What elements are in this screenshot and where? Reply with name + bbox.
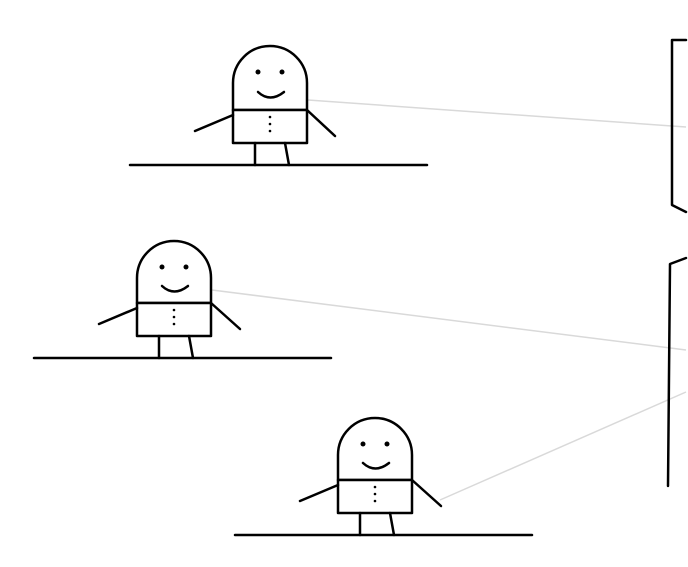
right-leg (388, 511, 396, 537)
connectors (211, 99, 687, 501)
head-shape (336, 416, 414, 482)
figure-1 (128, 44, 429, 167)
smile-icon (256, 90, 286, 99)
button-dots (268, 115, 272, 133)
connector-figure-3-to-bracket-bottom (439, 391, 687, 501)
connector-figure-2-to-bracket-bottom (211, 289, 687, 351)
bracket-top (670, 38, 688, 214)
right-arm (305, 108, 337, 138)
left-arm (97, 306, 139, 326)
button-dots (373, 485, 377, 503)
right-eye (384, 441, 390, 447)
torso-box (231, 108, 309, 145)
button-dots (172, 308, 176, 326)
smile-icon (361, 461, 391, 470)
torso-box (135, 301, 213, 338)
left-eye (360, 441, 366, 447)
left-arm (298, 483, 340, 503)
figure-2 (32, 239, 333, 360)
bracket-bottom (666, 256, 688, 488)
left-eye (255, 69, 261, 75)
torso-box (336, 478, 414, 515)
smile-icon (160, 284, 190, 293)
right-leg (283, 141, 291, 167)
right-arm (410, 478, 443, 508)
figure-3 (233, 416, 534, 537)
bracket-icon (670, 38, 688, 214)
right-eye (279, 69, 285, 75)
connector-figure-1-to-bracket-top (307, 99, 687, 128)
right-leg (187, 334, 195, 360)
left-eye (159, 264, 165, 270)
head-shape (231, 44, 309, 112)
right-arm (209, 301, 242, 331)
left-arm (193, 113, 235, 133)
head-shape (135, 239, 213, 305)
bracket-icon (666, 256, 688, 488)
right-eye (183, 264, 189, 270)
